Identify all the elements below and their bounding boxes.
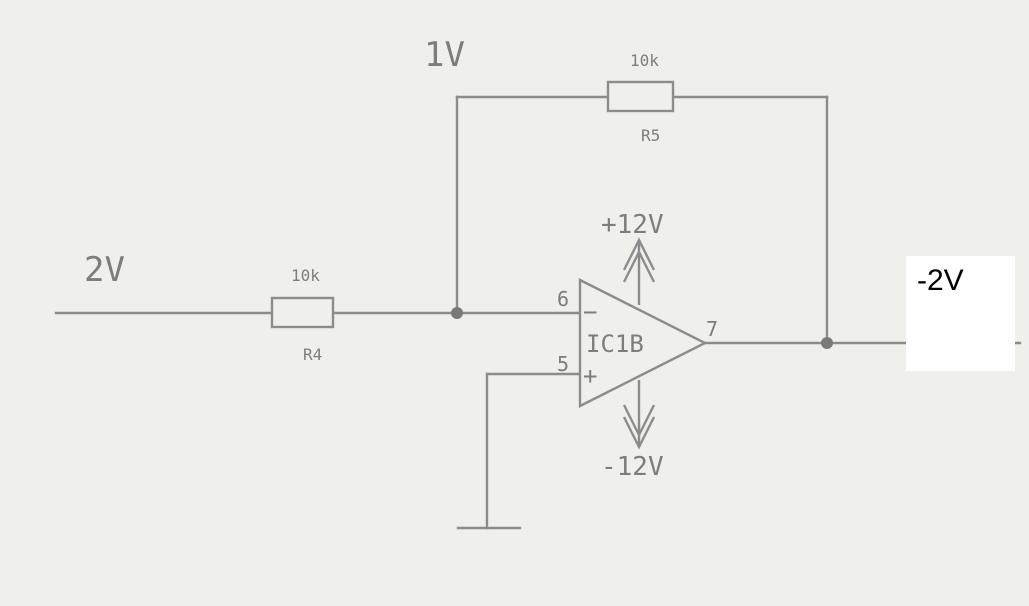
opamp-minus-sign: −	[583, 298, 597, 326]
resistor-r4	[270, 296, 335, 329]
opamp-pin-output-label: 7	[706, 317, 718, 341]
positive-rail-arrow	[622, 237, 656, 305]
negative-rail-label: -12V	[601, 452, 664, 482]
opamp-plus-sign: +	[583, 362, 597, 390]
output-voltage-box	[906, 256, 1015, 371]
input-voltage-label: 2V	[84, 250, 125, 290]
wires	[54, 95, 1022, 530]
r5-value-label: 10k	[630, 51, 659, 70]
positive-rail-label: +12V	[601, 210, 664, 240]
negative-rail-arrow	[622, 380, 656, 450]
junction-inverting-node	[451, 307, 463, 319]
r4-name-label: R4	[303, 345, 322, 364]
output-voltage-label: -2V	[917, 264, 964, 297]
opamp-ic1b	[578, 278, 708, 408]
opamp-name-label: IC1B	[586, 330, 644, 358]
opamp-pin-inverting-label: 6	[557, 287, 569, 311]
r4-value-label: 10k	[291, 266, 320, 285]
node-voltage-label: 1V	[424, 35, 465, 75]
opamp-pin-noninverting-label: 5	[557, 352, 569, 376]
r5-name-label: R5	[641, 126, 660, 145]
junction-output-node	[821, 337, 833, 349]
resistor-r5	[606, 80, 675, 113]
